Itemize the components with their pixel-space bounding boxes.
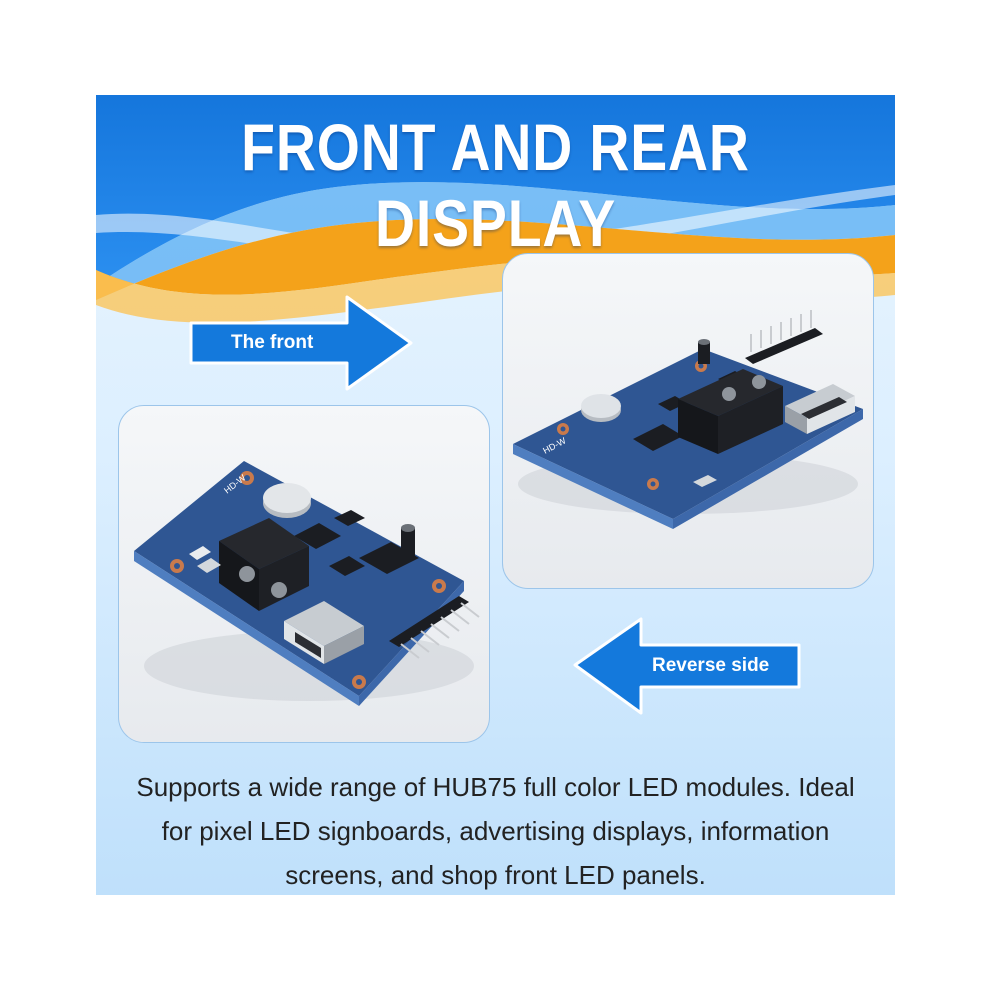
product-banner: FRONT AND REAR DISPLAY The front Reverse…: [96, 95, 895, 895]
rear-view-photo: HD-W: [502, 253, 874, 589]
product-description: Supports a wide range of HUB75 full colo…: [96, 765, 895, 895]
reverse-arrow-icon: [573, 617, 801, 715]
banner-title: FRONT AND REAR DISPLAY: [241, 110, 750, 260]
front-arrow-icon: [189, 295, 413, 391]
front-view-photo: HD-W: [118, 405, 490, 743]
reverse-label: Reverse side: [652, 655, 770, 676]
description-line-2: for pixel LED signboards, advertising di…: [161, 816, 830, 846]
description-line-3: screens, and shop front LED panels.: [285, 860, 706, 890]
description-line-1: Supports a wide range of HUB75 full colo…: [136, 772, 855, 802]
front-label: The front: [231, 332, 314, 353]
header-swoosh-background: [96, 95, 895, 323]
